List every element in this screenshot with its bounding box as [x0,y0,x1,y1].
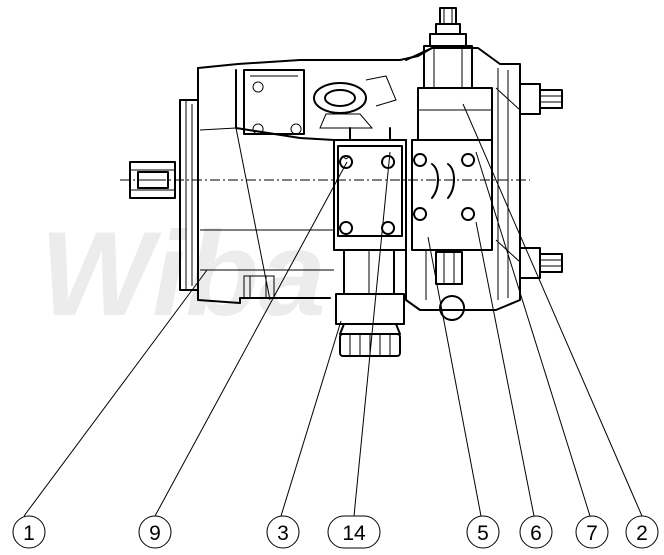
callout-6: 6 [519,515,553,549]
callout-3: 3 [266,515,300,549]
callout-9-label: 9 [149,522,161,545]
callout-14-label: 14 [342,522,366,545]
drive-shaft [129,161,176,199]
adjusting-screw [423,7,473,89]
pump-housing [197,47,433,304]
callout-5: 5 [466,515,500,549]
callout-5-label: 5 [477,522,489,545]
callout-1-label: 1 [23,522,35,545]
callout-2: 2 [625,515,659,549]
callout-3-label: 3 [277,522,289,545]
callout-1: 1 [12,515,46,549]
callout-7: 7 [575,515,609,549]
callout-9: 9 [138,515,172,549]
solenoid-valve [333,139,407,357]
right-bolt-lower [519,247,563,279]
watermark: Wiba [40,207,326,341]
callout-7-label: 7 [586,522,598,545]
regulator [405,47,521,321]
callout-6-label: 6 [530,522,542,545]
leader-lines [23,103,643,517]
right-bolt-upper [519,83,563,115]
callout-14: 14 [327,515,381,549]
callout-2-label: 2 [636,522,648,545]
